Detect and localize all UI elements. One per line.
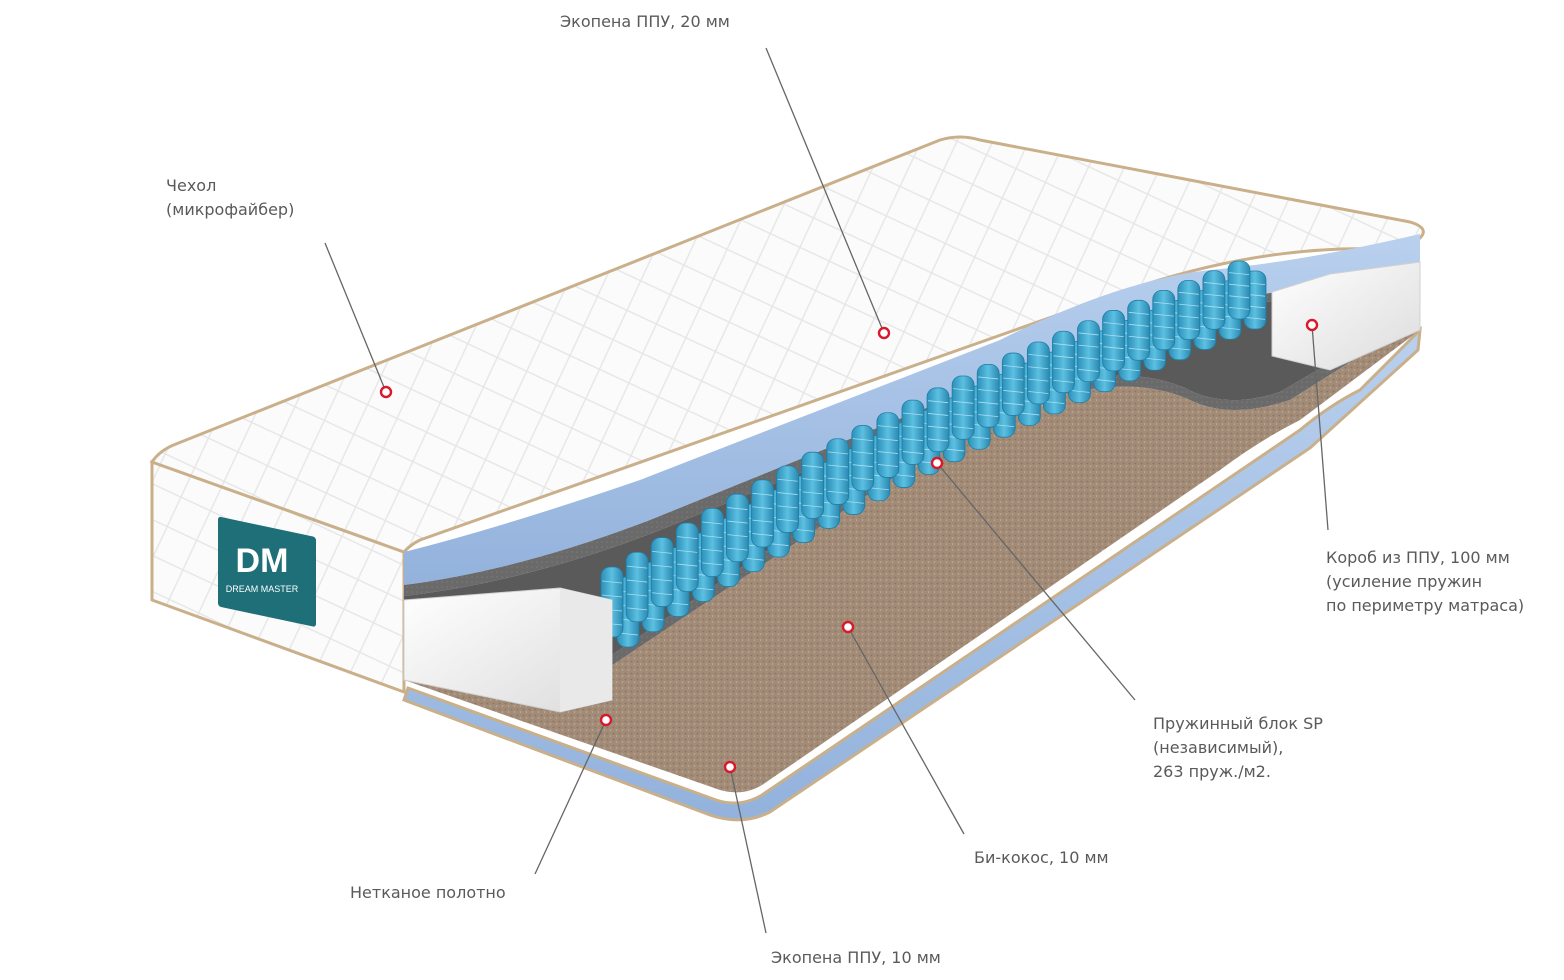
spring-coil <box>1128 300 1150 360</box>
spring-coil <box>1203 271 1225 329</box>
spring-coil <box>1103 310 1125 370</box>
label-coconut-line1: Би-кокос, 10 мм <box>974 846 1109 870</box>
logo-text: DREAM MASTER <box>226 584 299 594</box>
marker-top-foam <box>879 328 889 338</box>
spring-coil <box>777 466 799 533</box>
spring-coil <box>701 508 723 576</box>
label-spring-block: Пружинный блок SP (независимый), 263 пру… <box>1153 712 1323 784</box>
label-spring-line1: Пружинный блок SP <box>1153 712 1323 736</box>
label-coconut: Би-кокос, 10 мм <box>974 846 1109 870</box>
marker-nonwoven <box>601 715 611 725</box>
spring-coil <box>952 376 974 439</box>
spring-coil <box>1052 331 1074 392</box>
label-perimeter-box: Короб из ППУ, 100 мм (усиление пружин по… <box>1326 546 1524 618</box>
spring-coil <box>802 452 824 518</box>
spring-coil <box>651 538 673 607</box>
spring-coil <box>902 400 924 464</box>
label-nonwoven: Нетканое полотно <box>350 881 506 905</box>
label-nonwoven-line1: Нетканое полотно <box>350 881 506 905</box>
marker-bottom-foam <box>725 762 735 772</box>
leader-bottom-foam <box>730 767 766 933</box>
label-box-line1: Короб из ППУ, 100 мм <box>1326 546 1524 570</box>
spring-coil <box>726 494 748 562</box>
spring-coil <box>977 364 999 427</box>
label-cover-line2: (микрофайбер) <box>166 198 294 222</box>
spring-coil <box>852 426 874 491</box>
spring-coil <box>1178 281 1200 340</box>
marker-cover <box>381 387 391 397</box>
leader-cover <box>325 243 386 392</box>
spring-coil <box>626 552 648 622</box>
spring-coil <box>1027 342 1049 404</box>
label-top-foam: Экопена ППУ, 20 мм <box>560 10 730 34</box>
label-cover-line1: Чехол <box>166 174 294 198</box>
logo-mark: DM <box>236 542 289 580</box>
label-spring-line2: (независимый), <box>1153 736 1323 760</box>
spring-coil <box>1153 290 1175 349</box>
spring-coil <box>877 413 899 478</box>
label-bottom-foam-line1: Экопена ППУ, 10 мм <box>771 946 941 970</box>
spring-coil <box>676 523 698 592</box>
marker-box <box>1307 320 1317 330</box>
marker-spring <box>932 458 942 468</box>
spring-coil <box>1078 321 1100 382</box>
spring-coil <box>927 388 949 452</box>
label-top-foam-line1: Экопена ППУ, 20 мм <box>560 10 730 34</box>
label-box-line2: (усиление пружин <box>1326 570 1524 594</box>
label-bottom-foam: Экопена ППУ, 10 мм <box>771 946 941 970</box>
label-cover: Чехол (микрофайбер) <box>166 174 294 222</box>
perimeter-box-front-face <box>560 588 612 712</box>
spring-coil <box>1002 353 1024 415</box>
spring-coil <box>827 439 849 505</box>
label-box-line3: по периметру матраса) <box>1326 594 1524 618</box>
marker-coco <box>843 622 853 632</box>
label-spring-line3: 263 пруж./м2. <box>1153 760 1323 784</box>
spring-coil <box>1228 261 1250 319</box>
spring-coil <box>751 480 773 547</box>
